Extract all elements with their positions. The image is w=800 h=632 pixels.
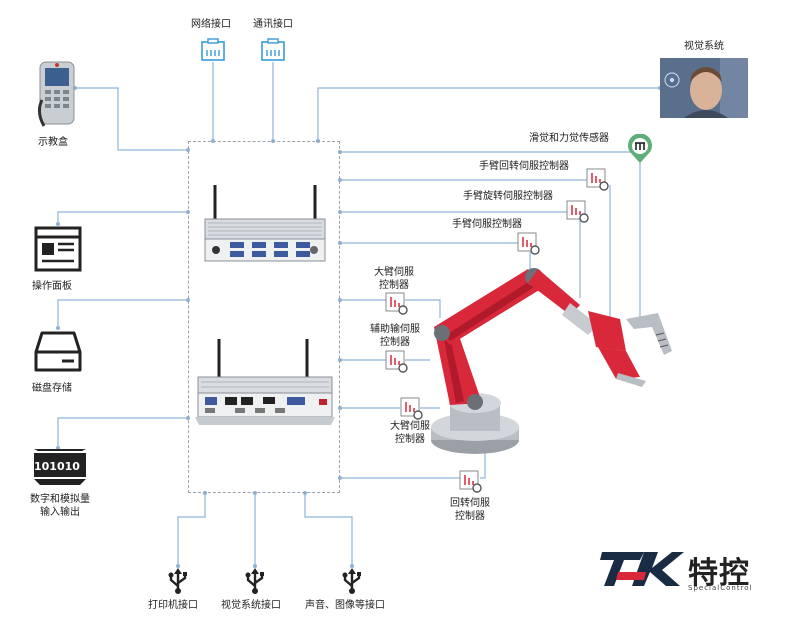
digital-io-label-line1: 数字和模拟量: [30, 494, 90, 505]
brand-name-cn: 特控: [688, 556, 750, 591]
vision-system-label: 视觉系统: [684, 41, 724, 52]
wrist-rotate-servo-label: 手臂回转伺服控制器: [479, 161, 569, 172]
vision-port-label: 视觉系统接口: [221, 600, 281, 611]
servo-controller-icon: [566, 200, 589, 223]
slip-force-sensor-icon: [628, 134, 652, 163]
industrial-pc-top: [204, 185, 326, 262]
vision-system-face-image: [660, 58, 748, 118]
upper-arm-servo-1-label-line2: 控制器: [379, 280, 409, 291]
upper-arm-servo-2-label-line1: 大臂伺服: [390, 421, 430, 432]
operation-panel-label: 操作面板: [32, 281, 72, 292]
ethernet-port-icon: [201, 38, 225, 61]
brand-logo-mark: [600, 552, 684, 586]
operation-panel-icon: [34, 226, 82, 272]
upper-arm-servo-2-label-line2: 控制器: [395, 434, 425, 445]
comm-port-icon: [261, 38, 285, 61]
usb-icon: [342, 568, 361, 594]
upper-arm-servo-1-label-line1: 大臂伺服: [374, 267, 414, 278]
usb-icon: [168, 568, 187, 594]
controller-box: [188, 141, 340, 493]
servo-controller-icon: [586, 168, 609, 191]
servo-controller-icon: [400, 397, 423, 420]
teach-box-label: 示教盒: [38, 137, 68, 148]
industrial-pc-bottom: [195, 339, 335, 425]
servo-controller-icon: [517, 232, 540, 255]
digital-io-icon: [34, 449, 86, 485]
binary-text: 101010: [34, 460, 80, 473]
aux-servo-label-line2: 控制器: [380, 337, 410, 348]
servo-controller-icon: [385, 350, 408, 373]
teach-pendant-icon: [37, 61, 75, 127]
disk-storage-label: 磁盘存储: [32, 383, 72, 394]
rotate-servo-label-line1: 回转伺服: [450, 498, 490, 509]
arm-servo-label: 手臂伺服控制器: [452, 219, 522, 230]
disk-storage-icon: [34, 331, 82, 372]
robot-arm-illustration: [431, 268, 672, 454]
audio-image-port-label: 声音、图像等接口: [305, 600, 385, 611]
aux-servo-label-line1: 辅助输伺服: [370, 324, 420, 335]
rotate-servo-label-line2: 控制器: [455, 511, 485, 522]
wrist-spin-servo-label: 手臂旋转伺服控制器: [463, 191, 553, 202]
network-port-label: 网络接口: [191, 19, 231, 30]
digital-io-label-line2: 输入输出: [40, 507, 80, 518]
comm-port-label: 通讯接口: [253, 19, 293, 30]
servo-controller-icon: [459, 470, 482, 493]
servo-controller-icon: [385, 292, 408, 315]
brand-name-en: SpecialControl: [688, 584, 753, 592]
usb-icon: [245, 568, 264, 594]
slip-force-sensor-label: 滑觉和力觉传感器: [529, 133, 609, 144]
printer-port-label: 打印机接口: [148, 600, 198, 611]
